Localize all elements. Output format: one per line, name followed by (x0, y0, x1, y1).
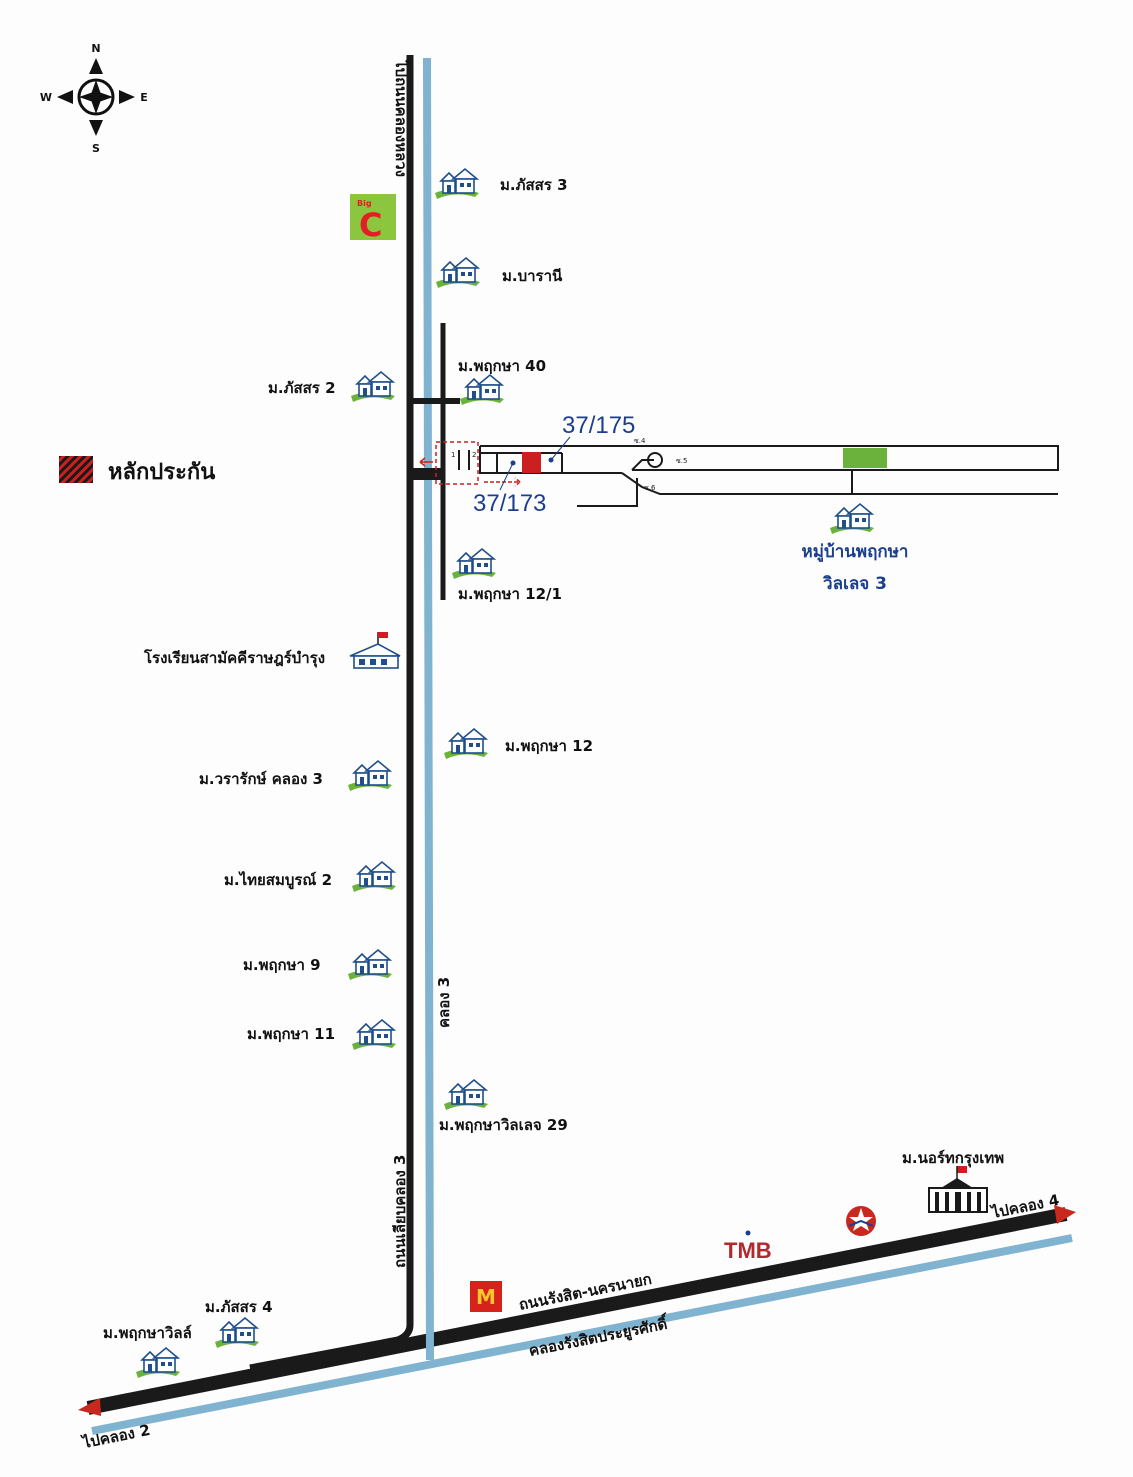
tmb-text: TMB (724, 1238, 772, 1263)
arrow-left-icon (419, 457, 433, 467)
north-road-label: ไปถนนคลองหลวง (392, 58, 411, 177)
house-icon (434, 168, 480, 200)
place-thaisomboon: ม.ไทยสมบูรณ์ 2 (224, 870, 332, 890)
village-name-line2: วิลเลจ 3 (823, 574, 887, 594)
arrow-right-icon (484, 477, 521, 487)
house-icon (443, 1079, 489, 1111)
place-baranee: ม.บารานี (502, 267, 563, 285)
compass-w: W (40, 91, 52, 104)
house-icon (347, 949, 393, 981)
soi6-road (621, 472, 1058, 495)
house-icon (347, 760, 393, 792)
main-road-line (86, 1207, 1068, 1415)
place-wararak: ม.วรารักษ์ คลอง 3 (199, 770, 323, 788)
village-layout (458, 445, 1059, 507)
plot-highlight (435, 441, 479, 485)
canal-3-line (423, 57, 434, 1361)
big-c-logo: Big C (350, 194, 396, 244)
side-roads (410, 323, 460, 600)
soi4-road (480, 445, 1059, 471)
university-icon (928, 1166, 988, 1213)
soi4-curve (631, 459, 654, 471)
plot-block (480, 452, 563, 473)
soi6-spur (577, 478, 638, 507)
school-icon (349, 632, 401, 669)
compass-s: S (92, 142, 100, 155)
canal-3-label: คลอง 3 (435, 977, 453, 1028)
legend-label: หลักประกัน (108, 460, 215, 485)
soi5-label: ซ.5 (676, 457, 687, 465)
place-pruksa29: ม.พฤกษาวิลเลจ 29 (439, 1116, 568, 1134)
compass: N S W E (40, 42, 148, 155)
compass-n: N (91, 42, 100, 55)
arrow-east-icon (1054, 1205, 1076, 1224)
compass-e: E (140, 91, 148, 104)
main-road: ถนนรังสิต-นครนายก คลองรังสิตประยูรศักดิ์… (78, 1190, 1076, 1452)
connector-main (410, 468, 445, 480)
plot-175-label: 37/175 (562, 412, 635, 439)
place-pruksa12: ม.พฤกษา 12 (505, 737, 593, 755)
big-c-small-text: Big (357, 199, 372, 208)
house-icon (443, 728, 489, 760)
place-school: โรงเรียนสามัคคีราษฎร์บำรุง (143, 648, 325, 668)
place-pasasorn4: ม.ภัสสร 4 (205, 1298, 273, 1316)
plot-173-label: 37/173 (473, 490, 546, 517)
roundabout (647, 452, 663, 468)
collateral-plot (522, 452, 541, 473)
tmb-dot (745, 1230, 751, 1236)
house-icon (829, 503, 875, 535)
place-pruksavill: ม.พฤกษาวิลล์ (103, 1324, 192, 1342)
gas-station-icon (846, 1206, 876, 1236)
house-icon (451, 548, 497, 580)
tmb-logo: TMB (724, 1230, 772, 1263)
house-icon (214, 1317, 260, 1349)
soi6-label: ซ.6 (644, 484, 656, 492)
place-pruksa40: ม.พฤกษา 40 (458, 357, 546, 375)
house-icon (459, 374, 505, 406)
place-north-bkk: ม.นอร์ทกรุงเทพ (902, 1149, 1004, 1168)
arrow-west-icon (78, 1398, 101, 1416)
pointer-173 (499, 462, 514, 491)
klong-road-line (249, 55, 414, 1372)
mark-1: 1 (451, 451, 455, 459)
soi4-label: ซ.4 (634, 437, 646, 445)
place-pruksa12-1: ม.พฤกษา 12/1 (458, 585, 562, 603)
place-pasasorn2: ม.ภัสสร 2 (268, 379, 336, 397)
pointer-175 (550, 436, 571, 461)
legend: หลักประกัน (59, 456, 215, 485)
mcdonalds-logo: M (470, 1281, 502, 1312)
gate-lines (458, 450, 470, 470)
house-icon (350, 371, 396, 403)
park-area (843, 448, 887, 468)
place-pruksa9: ม.พฤกษา 9 (243, 956, 321, 974)
klong-road-label: ถนนเลียบคลอง 3 (391, 1155, 409, 1268)
house-icon (351, 1019, 397, 1051)
collateral-swatch (59, 456, 93, 483)
big-c-letter: C (359, 206, 382, 244)
mcdonalds-m: M (476, 1285, 496, 1309)
place-pasasorn3: ม.ภัสสร 3 (500, 176, 568, 194)
village-name-line1: หมู่บ้านพฤกษา (802, 542, 909, 563)
house-icon (351, 861, 397, 893)
house-icon (435, 257, 481, 289)
plots-road (479, 446, 622, 474)
klong3: ไปถนนคลองหลวง ถนนเลียบคลอง 3 คลอง 3 (249, 55, 453, 1372)
house-icon (135, 1347, 181, 1379)
main-canal-line (91, 1234, 1073, 1435)
mark-2: 2 (472, 451, 476, 459)
place-pruksa11: ม.พฤกษา 11 (247, 1025, 335, 1043)
